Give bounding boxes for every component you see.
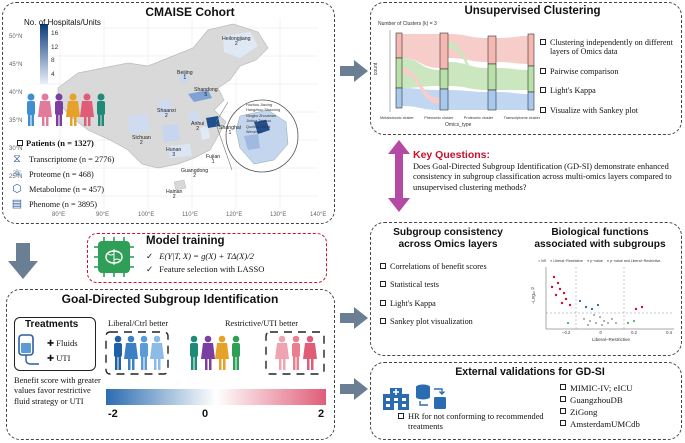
external-panel xyxy=(370,362,682,440)
check-icon: ✓ xyxy=(146,264,154,274)
consistency-panel xyxy=(370,222,682,356)
sankey-plot xyxy=(389,30,535,112)
check-icon: ✓ xyxy=(146,251,154,261)
lon-tick: 130°E xyxy=(270,212,287,218)
hr-text: HR for not conforming to recommended tre… xyxy=(398,412,548,432)
inset-labels: Huzhou Jiaxing Hangzhou Shaoxing Ningbo … xyxy=(246,103,281,135)
external-title: External validations for GD-SI xyxy=(455,366,605,378)
clustering-bullets: Clustering independently on different la… xyxy=(540,38,678,115)
database-sync-icon xyxy=(416,384,446,409)
consistency-bullets: Correlations of benefit scores Statistic… xyxy=(380,262,530,327)
dataset-item: MIMIC-IV; eICU xyxy=(560,383,678,393)
model-training-title: Model training xyxy=(146,235,225,247)
patients-label: Patients (n = 1327) xyxy=(17,138,94,148)
double-arrow-purple xyxy=(388,140,410,212)
volcano-plot xyxy=(545,267,674,330)
lon-tick: 80°E xyxy=(52,212,66,218)
gdsi-title: Goal-Directed Subgroup Identification xyxy=(61,292,279,306)
treatment-uti: ✚ UTI xyxy=(47,353,71,363)
lon-tick: 90°E xyxy=(96,212,110,218)
plus-icon: ✚ xyxy=(47,338,57,348)
arrow-right-mid xyxy=(340,307,368,329)
model-training-formula: ✓E(Y|T, X) = g(X) + TΔ(X)/2 xyxy=(146,251,254,261)
clustering-title: Unsupervised Clustering xyxy=(464,5,601,17)
external-datasets: MIMIC-IV; eICU GuangzhouDB ZiGong Amster… xyxy=(560,383,678,429)
dataset-item: GuangzhouDB xyxy=(560,395,678,405)
scale-mid: 0 xyxy=(202,408,209,420)
legend-ticks: 16 12 8 4 xyxy=(51,30,59,78)
dataset-item: AmsterdamUMCdb xyxy=(560,419,678,429)
model-training-feature: ✓Feature selection with LASSO xyxy=(146,264,265,274)
lat-ticks: 50°N 45°N 40°N 35°N 30°N 25°N xyxy=(9,34,23,180)
molecule-icon: ⬡ xyxy=(12,183,22,195)
bullet-item: Visualize with Sankey plot xyxy=(540,106,678,115)
bullet-item: Correlations of benefit scores xyxy=(380,262,530,271)
biofunctions-title: Biological functions associated with sub… xyxy=(534,227,666,251)
volcano-xlabel: Liberal−Restrictive xyxy=(592,337,630,342)
iv-bag-icon xyxy=(18,334,39,365)
ai-chip-icon xyxy=(94,237,134,277)
omics-list: ⧖Transcriptome (n = 2776) ⚛Proteome (n =… xyxy=(11,153,115,210)
scale-max: 2 xyxy=(318,408,325,420)
scale-min: -2 xyxy=(108,408,118,420)
bullet-item: Light's Kappa xyxy=(540,86,678,95)
dataset-item: ZiGong xyxy=(560,407,678,417)
bullet-item: Statistical tests xyxy=(380,280,530,289)
treatments-title: Treatments xyxy=(25,319,79,330)
protein-icon: ⚛ xyxy=(12,168,22,180)
sankey-xlabel: Omics_type xyxy=(445,122,472,128)
cohort-title: CMAISE Cohort xyxy=(145,5,235,19)
sankey-chart-title: Number of Clusters (k) = 3 xyxy=(378,21,437,27)
benefit-text: Benefit score with greater values favor … xyxy=(14,376,101,406)
lon-tick: 140°E xyxy=(310,212,327,218)
key-questions-title: Key Questions: xyxy=(413,149,491,161)
lon-tick: 110°E xyxy=(182,212,198,218)
subgroup-people xyxy=(105,331,325,375)
bullet-item: Light's Kappa xyxy=(380,299,530,308)
bullet-item: Sankey plot visualization xyxy=(380,317,530,326)
volcano-legend: ● NS ● Liberal−Restrictive ● p−value ● p… xyxy=(538,259,661,263)
arrow-down xyxy=(8,243,38,279)
benefit-colorbar xyxy=(106,389,326,405)
bullet-item: Pairwise comparison xyxy=(540,67,678,76)
liberal-label: Liberal/Ctrl better xyxy=(108,319,169,328)
hospital-icon xyxy=(383,388,409,410)
treatment-fluids: ✚ Fluids xyxy=(47,338,78,348)
lon-tick: 120°E xyxy=(226,212,243,218)
arrow-right-bottom xyxy=(340,378,368,400)
dna-icon: ⧖ xyxy=(13,153,21,165)
plus-icon: ✚ xyxy=(47,353,57,363)
consistency-title: Subgroup consistency across Omics layers xyxy=(393,227,503,251)
china-outline xyxy=(57,23,269,169)
bullet-item: Clustering independently on different la… xyxy=(540,38,678,57)
volcano-ylabel: −Log₁₀ P xyxy=(530,286,536,305)
clipboard-icon: ▤ xyxy=(11,198,23,210)
model-training-box xyxy=(87,233,327,283)
sankey-ylabel: count xyxy=(373,62,380,76)
lon-tick: 100°E xyxy=(138,212,155,218)
arrow-right-top xyxy=(340,60,368,82)
treatments-box xyxy=(14,317,96,371)
china-map xyxy=(38,18,318,208)
restrictive-label: Restrictive/UTI better xyxy=(225,319,299,328)
legend-title: No. of Hospitals/Units xyxy=(24,18,101,27)
patients-icon xyxy=(27,93,105,126)
key-questions-text: Does Goal-Directed Subgroup Identificati… xyxy=(413,162,672,192)
